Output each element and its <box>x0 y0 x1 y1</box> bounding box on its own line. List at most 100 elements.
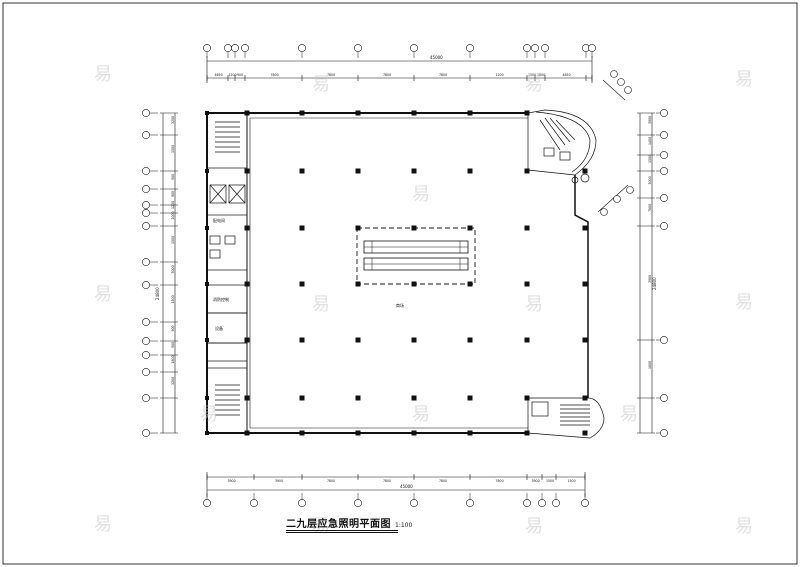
watermark-glyph: 易 <box>735 516 753 537</box>
watermark-glyph: 易 <box>525 74 543 95</box>
axis-bubble <box>142 109 150 117</box>
column <box>411 110 417 116</box>
axis-bubble <box>660 336 668 344</box>
left-dimension-value: 1800 <box>171 355 175 363</box>
column <box>244 110 250 116</box>
top-dimension-value: 1800 <box>537 73 545 77</box>
axis-bubble <box>142 131 150 139</box>
watermark-layer: 易易易易易易易易易易易易易易易易 <box>94 64 753 537</box>
column <box>524 225 530 231</box>
column <box>582 168 588 174</box>
left-dimension-value: 3200 <box>171 377 175 385</box>
column <box>582 430 588 436</box>
left-dimension-value: 900 <box>171 174 175 180</box>
drawing-scale: 1:100 <box>395 522 413 529</box>
top-axis-bubbles <box>203 44 596 58</box>
column <box>467 430 473 436</box>
axis-bubble <box>142 351 150 359</box>
svg-text:24800: 24800 <box>652 277 657 290</box>
column <box>355 281 361 287</box>
bottom-axis-bubbles <box>203 493 589 507</box>
axis-bubble <box>142 281 150 289</box>
top-overall-dimension: 45000 <box>430 55 443 60</box>
watermark-glyph: 易 <box>735 69 753 90</box>
column <box>355 168 361 174</box>
column <box>355 110 361 116</box>
top-dimension-value: 7800 <box>327 73 335 77</box>
top-dimension-value: 1500 <box>528 73 536 77</box>
axis-bubble <box>660 131 668 139</box>
column <box>467 110 473 116</box>
column <box>355 430 361 436</box>
axis-bubble <box>660 394 668 402</box>
column <box>299 337 305 343</box>
bottom-dimension-value: 7800 <box>327 479 335 483</box>
top-dimension-value: 4650 <box>215 73 223 77</box>
axis-bubble <box>354 499 362 507</box>
bottom-dimension-chain <box>206 472 586 497</box>
axis-bubble <box>298 499 306 507</box>
column <box>582 225 588 231</box>
watermark-glyph: 易 <box>312 294 330 315</box>
left-dimension-value: 2000 <box>171 211 175 219</box>
axis-bubble <box>250 499 258 507</box>
column <box>244 168 250 174</box>
axis-bubble <box>142 429 150 437</box>
watermark-glyph: 易 <box>412 404 430 425</box>
axis-bubble <box>660 151 668 159</box>
axis-bubble <box>142 368 150 376</box>
room-label-mall: 商场 <box>396 302 404 308</box>
watermark-glyph: 易 <box>312 516 330 537</box>
title-underline-thin <box>286 532 398 533</box>
drawing-title-block: 二九层应急照明平面图 1:100 <box>286 515 412 530</box>
top-dimension-value: 1200 <box>496 73 504 77</box>
right-dimension-value: 3900 <box>648 275 652 283</box>
axis-bubble <box>142 185 150 193</box>
right-dimension-value: 3000 <box>648 176 652 184</box>
axis-bubble <box>142 201 150 209</box>
axis-bubble <box>531 44 539 52</box>
column <box>524 281 530 287</box>
watermark-glyph: 易 <box>94 64 112 85</box>
left-dimension-value: 1500 <box>171 145 175 153</box>
watermark-glyph: 易 <box>525 516 543 537</box>
column <box>524 110 530 116</box>
axis-bubble <box>523 499 531 507</box>
axis-bubble <box>142 222 150 230</box>
bottom-dimension-value: 3900 <box>228 479 236 483</box>
right-dimension-value: 1400 <box>648 137 652 145</box>
right-dimension-chain <box>639 113 653 433</box>
column <box>411 168 417 174</box>
axis-bubble <box>142 258 150 266</box>
axis-bubble <box>466 499 474 507</box>
service-core-west <box>206 112 248 434</box>
column <box>467 168 473 174</box>
column <box>244 395 250 401</box>
left-dimension-value: 900 <box>171 342 175 348</box>
left-dimension-value: 900 <box>171 191 175 197</box>
right-dimension-value: 7800 <box>648 204 652 212</box>
left-dimension-value: 1500 <box>171 295 175 303</box>
axis-bubble <box>523 44 531 52</box>
column <box>299 281 305 287</box>
top-dimension-value: 7800 <box>383 73 391 77</box>
column <box>244 430 250 436</box>
column <box>467 337 473 343</box>
left-dimension-value: 900 <box>171 325 175 331</box>
diagonal-dimension-top <box>602 70 632 101</box>
building-outline <box>206 112 589 434</box>
column <box>411 395 417 401</box>
bottom-dimension-value: 1500 <box>546 479 554 483</box>
left-dimension-chain <box>162 113 176 433</box>
right-overall-dimension: 24800 <box>652 277 657 290</box>
column <box>411 337 417 343</box>
room-label-distribution: 配电间 <box>213 217 225 223</box>
drawing-title: 二九层应急照明平面图 <box>286 519 391 530</box>
svg-text:45000: 45000 <box>430 55 443 60</box>
top-dimension-chain <box>206 56 593 83</box>
column <box>582 281 588 287</box>
column <box>411 281 417 287</box>
column <box>467 395 473 401</box>
